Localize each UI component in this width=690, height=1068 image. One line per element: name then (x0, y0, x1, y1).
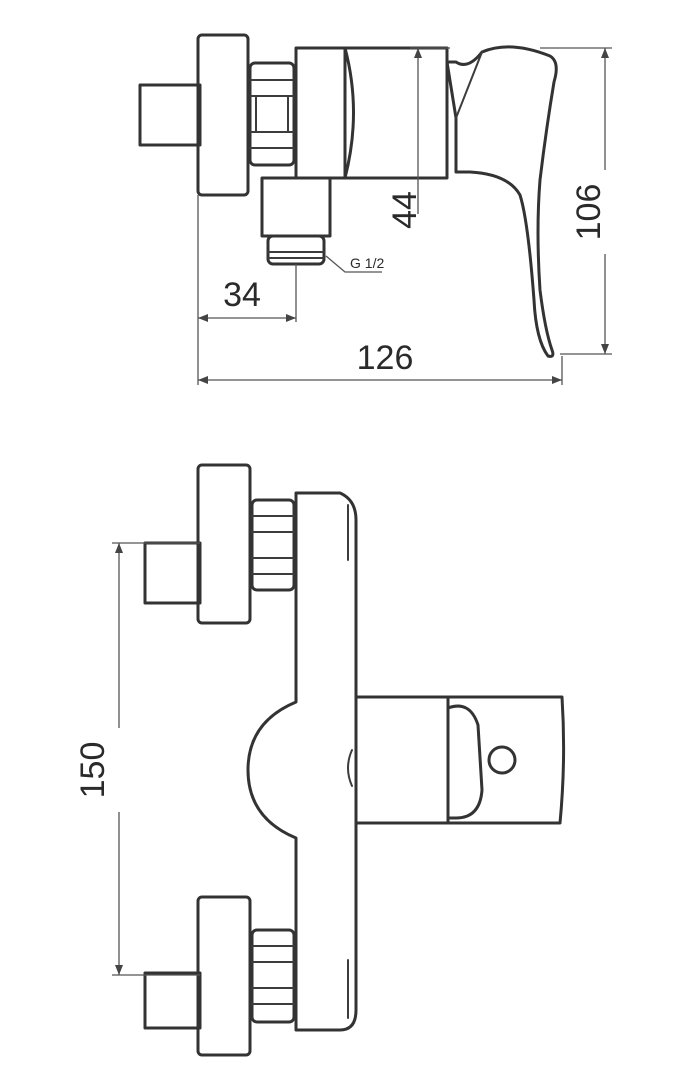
thread-leader-line (325, 255, 382, 273)
side-handle-edge (455, 51, 483, 119)
front-top-inlet-stub (143, 541, 202, 605)
front-top-hex-nut (250, 498, 296, 592)
front-view: 150 (74, 463, 566, 1057)
front-cartridge-housing (354, 695, 450, 825)
side-view: G 1/2 44 106 34 (138, 33, 627, 385)
front-central-boss (246, 688, 298, 852)
front-central-boss-fill (248, 700, 300, 840)
side-outlet-neck (260, 176, 332, 238)
side-wall-flange (196, 33, 250, 197)
dim-body-depth: 44 (386, 47, 450, 229)
side-hex-nut (248, 61, 296, 167)
front-bottom-inlet-stub (143, 971, 202, 1030)
dim-total-length-label: 126 (357, 339, 414, 377)
front-top-flange (196, 463, 252, 625)
dim-height: 106 (540, 47, 627, 355)
front-lever-base (446, 704, 484, 820)
side-outlet-nipple (266, 234, 326, 266)
dim-inlet-spacing-label: 150 (74, 742, 112, 799)
front-bottom-flange (196, 895, 252, 1057)
front-body-bar (294, 491, 358, 1032)
front-body-notch (347, 749, 353, 787)
dim-body-depth-label: 44 (386, 191, 424, 229)
dim-height-label: 106 (570, 184, 608, 241)
front-handle-indicator (487, 745, 517, 775)
side-cartridge-housing (343, 46, 449, 180)
dim-outlet-offset: 34 (198, 276, 296, 322)
dim-total-length: 126 (198, 339, 562, 384)
dim-inlet-spacing: 150 (74, 542, 200, 976)
front-lever-handle (446, 695, 566, 825)
side-lever-handle (445, 45, 558, 358)
dim-outlet-offset-label: 34 (223, 276, 261, 314)
thread-label: G 1/2 (350, 255, 384, 271)
front-bottom-hex-nut (250, 928, 296, 1024)
side-inlet-stub (138, 83, 202, 147)
